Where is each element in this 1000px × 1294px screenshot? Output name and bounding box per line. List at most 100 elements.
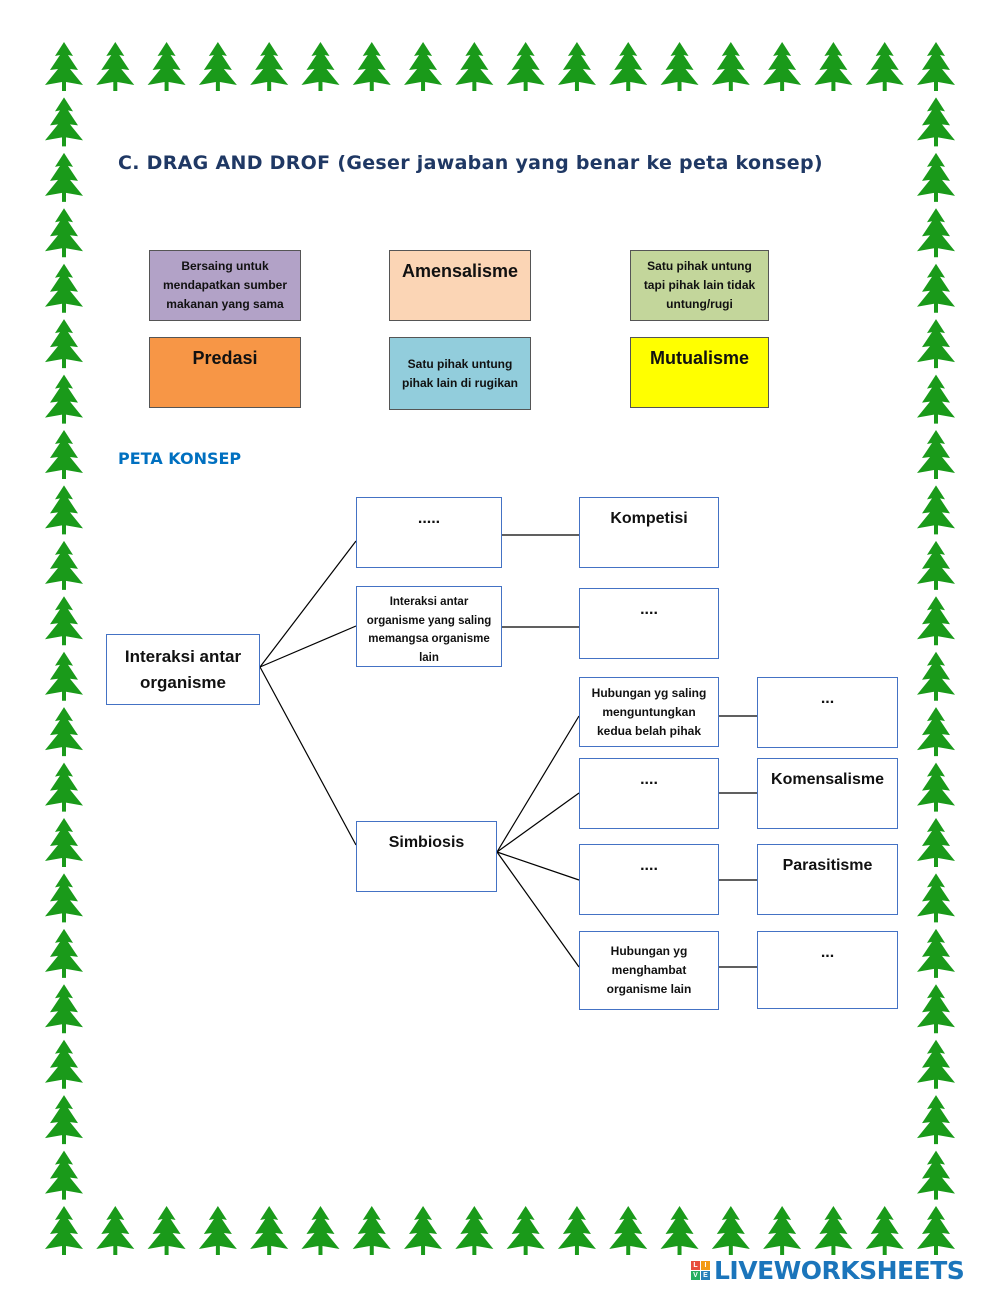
drop-zone-predation[interactable]: .... xyxy=(579,588,719,659)
concept-map-heading: PETA KONSEP xyxy=(118,449,242,468)
tree-icon xyxy=(45,1206,83,1255)
tree-icon xyxy=(45,263,83,313)
map-node-amensalism-desc: Hubungan yg menghambat organisme lain xyxy=(579,931,719,1010)
drop-zone-commensalism-desc[interactable]: .... xyxy=(579,758,719,829)
answer-card-parasitisme-desc[interactable]: Satu pihak untung pihak lain di rugikan xyxy=(389,337,531,410)
tree-icon xyxy=(917,97,955,147)
tree-icon xyxy=(917,42,955,91)
tree-icon xyxy=(45,540,83,590)
liveworksheets-logo: L I V E LIVEWORKSHEETS xyxy=(691,1256,965,1285)
tree-icon xyxy=(45,596,83,646)
tree-icon xyxy=(45,208,83,258)
tree-icon xyxy=(917,485,955,535)
map-node-kompetisi: Kompetisi xyxy=(579,497,719,568)
tree-icon xyxy=(45,430,83,479)
tree-icon xyxy=(917,762,955,812)
tree-icon xyxy=(45,651,83,701)
tree-icon xyxy=(609,1206,648,1255)
tree-icon xyxy=(711,1206,750,1255)
tree-icon xyxy=(45,374,83,424)
tree-icon xyxy=(917,430,955,479)
tree-icon xyxy=(917,374,955,424)
liveworksheets-logo-text: LIVEWORKSHEETS xyxy=(714,1256,965,1285)
tree-icon xyxy=(45,485,83,535)
tree-icon xyxy=(45,152,83,202)
tree-icon xyxy=(45,42,83,91)
tree-icon xyxy=(45,1150,83,1200)
page-title: C. DRAG AND DROF (Geser jawaban yang ben… xyxy=(118,152,823,174)
tree-icon xyxy=(917,1206,955,1255)
tree-icon xyxy=(455,42,494,91)
tree-icon xyxy=(660,42,699,91)
answer-card-kompetisi-desc[interactable]: Bersaing untuk mendapatkan sumber makana… xyxy=(149,250,301,321)
tree-icon xyxy=(45,873,83,923)
map-node-predation-desc: Interaksi antar organisme yang saling me… xyxy=(356,586,502,667)
logo-letter: E xyxy=(701,1271,710,1280)
tree-icon xyxy=(455,1206,494,1255)
drop-zone-amensalism[interactable]: ... xyxy=(757,931,898,1009)
tree-icon xyxy=(45,1039,83,1089)
tree-icon xyxy=(609,42,648,91)
tree-icon xyxy=(917,651,955,701)
map-node-root: Interaksi antar organisme xyxy=(106,634,260,705)
tree-icon xyxy=(45,762,83,812)
tree-icon xyxy=(814,42,853,91)
tree-icon xyxy=(45,1095,83,1145)
tree-icon xyxy=(506,42,545,91)
tree-icon xyxy=(45,97,83,147)
tree-icon xyxy=(557,1206,596,1255)
tree-icon xyxy=(45,984,83,1034)
tree-icon xyxy=(865,1206,904,1255)
tree-icon xyxy=(352,42,391,91)
logo-letter: V xyxy=(691,1271,700,1280)
tree-icon xyxy=(250,1206,289,1255)
tree-icon xyxy=(917,818,955,867)
tree-icon xyxy=(917,1039,955,1089)
tree-icon xyxy=(147,1206,186,1255)
drop-zone-parasitism-desc[interactable]: .... xyxy=(579,844,719,915)
tree-icon xyxy=(763,42,802,91)
tree-icon xyxy=(917,208,955,258)
tree-icon xyxy=(198,42,237,91)
answer-card-predasi[interactable]: Predasi xyxy=(149,337,301,408)
logo-letter: L xyxy=(691,1261,700,1270)
tree-icon xyxy=(250,42,289,91)
tree-icon xyxy=(660,1206,699,1255)
tree-icon xyxy=(917,1095,955,1145)
tree-icon xyxy=(917,928,955,978)
tree-icon xyxy=(506,1206,545,1255)
tree-icon xyxy=(917,984,955,1034)
answer-card-amensalisme[interactable]: Amensalisme xyxy=(389,250,531,321)
map-node-komensalisme: Komensalisme xyxy=(757,758,898,829)
tree-icon xyxy=(301,1206,340,1255)
tree-icon xyxy=(917,1150,955,1200)
tree-icon xyxy=(917,152,955,202)
logo-letter: I xyxy=(701,1261,710,1270)
tree-icon xyxy=(352,1206,391,1255)
map-node-simbiosis: Simbiosis xyxy=(356,821,497,892)
tree-icon xyxy=(45,928,83,978)
tree-icon xyxy=(917,540,955,590)
map-node-parasitisme: Parasitisme xyxy=(757,844,898,915)
drop-zone-mutualism[interactable]: ... xyxy=(757,677,898,748)
tree-icon xyxy=(557,42,596,91)
tree-icon xyxy=(711,42,750,91)
drop-zone-competition-desc[interactable]: ..... xyxy=(356,497,502,568)
tree-icon xyxy=(404,1206,443,1255)
tree-icon xyxy=(45,319,83,369)
tree-icon xyxy=(917,707,955,757)
tree-icon xyxy=(917,263,955,313)
liveworksheets-logo-mark: L I V E xyxy=(691,1261,710,1280)
tree-icon xyxy=(45,818,83,867)
tree-icon xyxy=(147,42,186,91)
tree-icon xyxy=(814,1206,853,1255)
tree-icon xyxy=(96,42,135,91)
answer-card-mutualisme[interactable]: Mutualisme xyxy=(630,337,769,408)
tree-icon xyxy=(917,873,955,923)
tree-icon xyxy=(917,319,955,369)
tree-icon xyxy=(917,596,955,646)
tree-icon xyxy=(404,42,443,91)
answer-card-komensalisme-desc[interactable]: Satu pihak untung tapi pihak lain tidak … xyxy=(630,250,769,321)
tree-icon xyxy=(96,1206,135,1255)
tree-icon xyxy=(198,1206,237,1255)
